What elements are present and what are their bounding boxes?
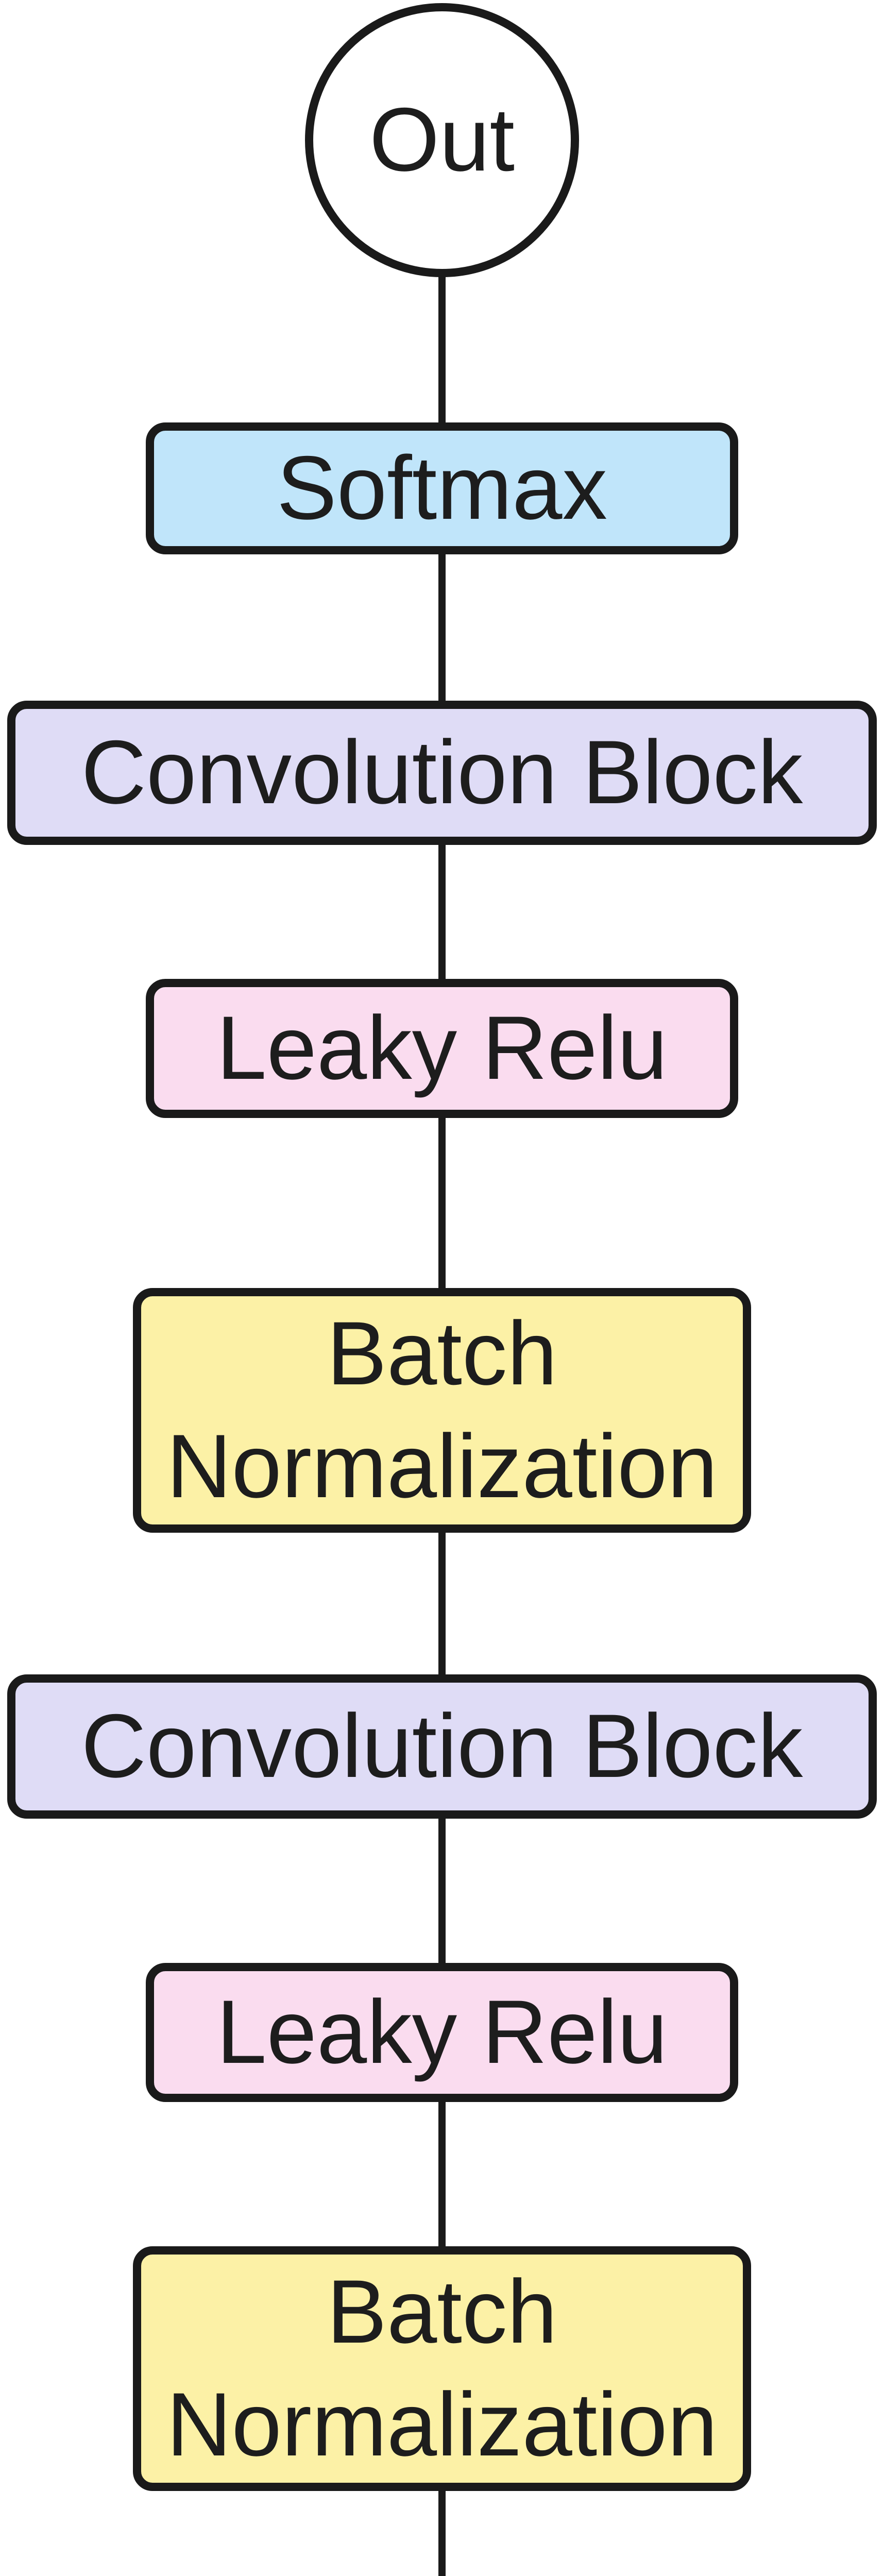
node-leaky-relu-2: Leaky Relu xyxy=(146,1963,738,2102)
node-leaky-relu-1: Leaky Relu xyxy=(146,979,738,1118)
node-batch-normalization-1-label: Batch Normalization xyxy=(166,1303,718,1517)
node-softmax: Softmax xyxy=(146,422,738,554)
node-leaky-relu-1-label: Leaky Relu xyxy=(216,997,668,1098)
node-leaky-relu-2-label: Leaky Relu xyxy=(216,1981,668,2082)
node-convolution-block-1-label: Convolution Block xyxy=(81,722,803,823)
node-batch-normalization-2: Batch Normalization xyxy=(133,2246,751,2491)
node-convolution-block-1: Convolution Block xyxy=(7,701,877,845)
node-batch-normalization-1: Batch Normalization xyxy=(133,1288,751,1533)
node-convolution-block-2-label: Convolution Block xyxy=(81,1696,803,1797)
node-softmax-label: Softmax xyxy=(277,437,607,538)
node-convolution-block-2: Convolution Block xyxy=(7,1674,877,1819)
node-out-label: Out xyxy=(369,89,515,190)
node-batch-normalization-2-label: Batch Normalization xyxy=(166,2261,718,2475)
node-out-circle: Out xyxy=(305,3,579,277)
